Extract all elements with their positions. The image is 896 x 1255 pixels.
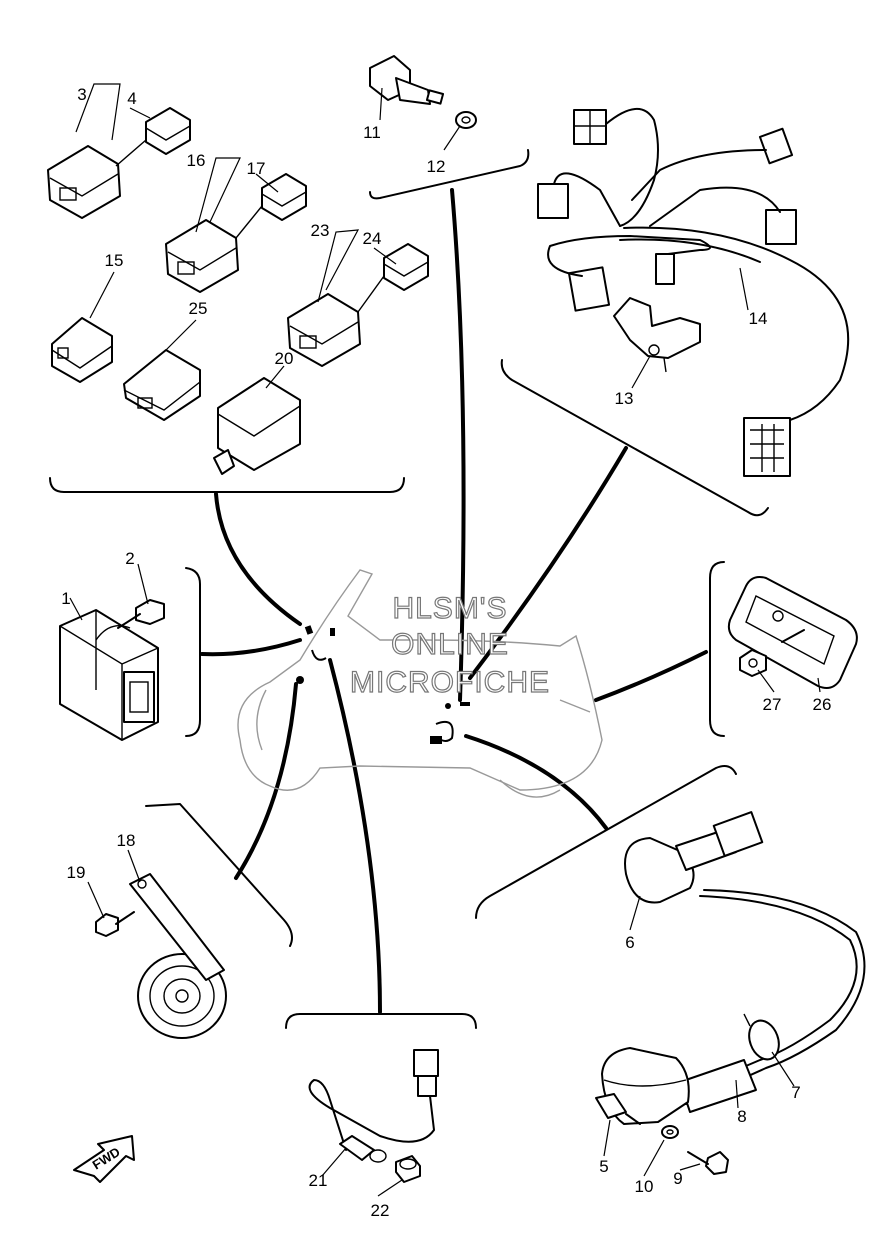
callout-14: 14 [749, 309, 768, 328]
bracket-connectors [49, 477, 405, 493]
wire-harness-14 [537, 108, 850, 477]
callout-16: 16 [187, 151, 206, 170]
watermark-line2: ONLINE [391, 628, 509, 661]
leader-temp-sensor [450, 188, 466, 702]
callout-23: 23 [311, 221, 330, 240]
callout-5: 5 [599, 1157, 608, 1176]
callout-8: 8 [737, 1107, 746, 1126]
leader-connectors [214, 492, 302, 626]
callout-lines [69, 83, 821, 1197]
leader-lines [200, 188, 708, 1014]
callout-12: 12 [427, 157, 446, 176]
callout-18: 18 [117, 831, 136, 850]
hi-tension-lead-8 [679, 889, 866, 1113]
coupler-16-17 [165, 173, 307, 293]
bracket-temp-sensor [369, 149, 530, 200]
callout-25: 25 [189, 299, 208, 318]
leader-ground [328, 658, 382, 1014]
callout-20: 20 [275, 349, 294, 368]
callout-21: 21 [309, 1171, 328, 1190]
collar-22 [395, 1155, 421, 1183]
callout-13: 13 [615, 389, 634, 408]
bracket-rectifier [185, 567, 201, 737]
ignition-coil-5 [595, 1047, 690, 1125]
bolt-9 [687, 1151, 729, 1175]
leader-harness [468, 446, 628, 680]
cover-26 [727, 576, 858, 689]
bike-markers [296, 625, 470, 744]
callout-26: 26 [813, 695, 832, 714]
callout-19: 19 [67, 863, 86, 882]
watermark: HLSM'S ONLINE MICROFICHE [349, 591, 550, 699]
watermark-line1: HLSM'S [392, 592, 507, 625]
plug-cap-6 [624, 811, 764, 904]
horn-18 [129, 873, 227, 1039]
washer-12 [455, 111, 477, 129]
callout-4: 4 [127, 89, 136, 108]
bracket-wire-harness [500, 359, 769, 517]
relay-20 [213, 377, 301, 475]
crank-sensor-13 [613, 297, 701, 373]
callout-labels: 1 2 3 4 5 6 7 8 9 10 11 12 13 14 15 16 1… [61, 85, 831, 1220]
callout-24: 24 [363, 229, 382, 248]
leader-ignition [464, 734, 608, 830]
callout-22: 22 [371, 1201, 390, 1220]
bolt-2 [117, 599, 165, 629]
callout-1: 1 [61, 589, 70, 608]
rectifier-1 [59, 609, 159, 741]
coupler-23-24 [287, 243, 429, 367]
clamp-7 [743, 1013, 780, 1061]
bolt-19 [95, 911, 135, 937]
callout-15: 15 [105, 251, 124, 270]
group-brackets [49, 149, 769, 1029]
fwd-arrow: FWD [73, 1135, 135, 1183]
ground-lead-21 [308, 1049, 439, 1163]
callout-2: 2 [125, 549, 134, 568]
temp-sensor-11 [369, 55, 445, 105]
bracket-ground-lead [285, 1013, 477, 1029]
callout-3: 3 [77, 85, 86, 104]
callout-11: 11 [363, 123, 381, 142]
watermark-line3: MICROFICHE [350, 666, 550, 699]
washer-10 [661, 1125, 679, 1139]
leader-horn [234, 682, 298, 880]
bracket-ignition [475, 765, 737, 919]
coupler-15 [51, 317, 113, 383]
bracket-horn [145, 803, 293, 947]
callout-7: 7 [791, 1083, 800, 1102]
coupler-3-4 [47, 107, 191, 219]
leader-cover [594, 650, 708, 702]
leader-rectifier [200, 638, 302, 657]
bracket-cover [709, 561, 725, 737]
callout-6: 6 [625, 933, 634, 952]
coupler-25 [123, 349, 201, 421]
callout-17: 17 [247, 159, 266, 178]
callout-9: 9 [673, 1169, 682, 1188]
callout-10: 10 [635, 1177, 654, 1196]
callout-27: 27 [763, 695, 782, 714]
nut-27 [739, 649, 767, 677]
motorcycle-outline [237, 569, 603, 798]
